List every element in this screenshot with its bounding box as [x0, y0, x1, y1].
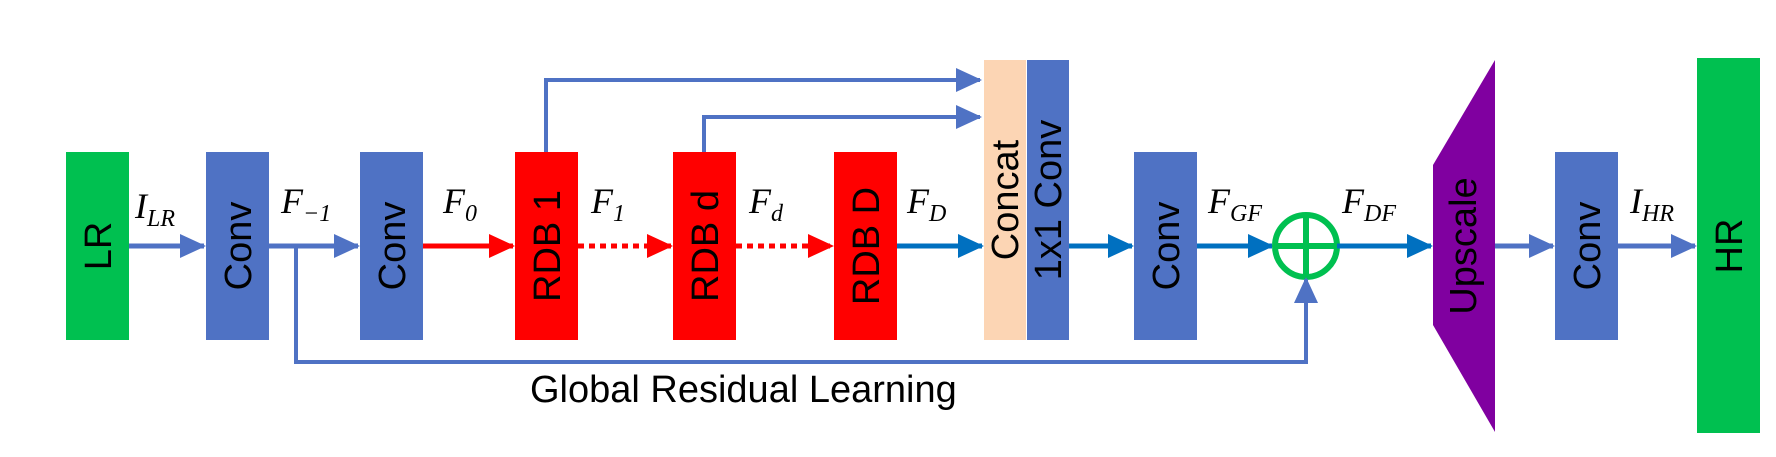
hr-label: HR	[1709, 219, 1751, 274]
elementwise-sum-node	[1272, 212, 1340, 280]
conv4-label: Conv	[1567, 202, 1609, 291]
upscale-label: Upscale	[1443, 177, 1485, 314]
signal-f-minus1: F−1	[280, 181, 331, 227]
hr-block: HR	[1697, 58, 1760, 433]
conv2-label: Conv	[372, 202, 414, 291]
rdb-block-1: RDB 1	[515, 152, 578, 340]
concat-block: Concat	[984, 60, 1027, 340]
global-residual-caption: Global Residual Learning	[530, 369, 957, 411]
global-residual-path	[294, 246, 1318, 364]
signal-i-lr: ILR	[134, 186, 175, 232]
arrow-rdbd-concat-skip	[702, 105, 982, 152]
signal-f-df: FDF	[1341, 181, 1396, 227]
rdbd-label: RDB d	[685, 190, 727, 302]
rdb-block-D: RDB D	[834, 152, 897, 340]
conv1x1-block: 1x1 Conv	[1027, 60, 1070, 340]
arrow-rdb1-concat-skip	[544, 68, 982, 152]
lr-label: LR	[78, 222, 120, 271]
conv1x1-label: 1x1 Conv	[1028, 120, 1070, 281]
conv-block-2: Conv	[360, 152, 423, 340]
rdb-block-d: RDB d	[673, 152, 736, 340]
conv-block-3: Conv	[1134, 152, 1197, 340]
signal-f-D: FD	[906, 181, 946, 227]
upscale-block: Upscale	[1433, 60, 1495, 432]
signal-f-1: F1	[590, 181, 625, 227]
rdb1-label: RDB 1	[527, 190, 569, 302]
signal-f-0: F0	[442, 181, 477, 227]
lr-block: LR	[66, 152, 129, 340]
conv-block-1: Conv	[206, 152, 269, 340]
concat-label: Concat	[985, 139, 1027, 260]
signal-i-hr: IHR	[1629, 181, 1674, 227]
rdbD-label: RDB D	[846, 187, 888, 305]
conv3-label: Conv	[1146, 202, 1188, 291]
conv1-label: Conv	[218, 202, 260, 291]
signal-f-gf: FGF	[1207, 181, 1262, 227]
signal-f-d: Fd	[748, 181, 784, 227]
conv-block-4: Conv	[1555, 152, 1618, 340]
